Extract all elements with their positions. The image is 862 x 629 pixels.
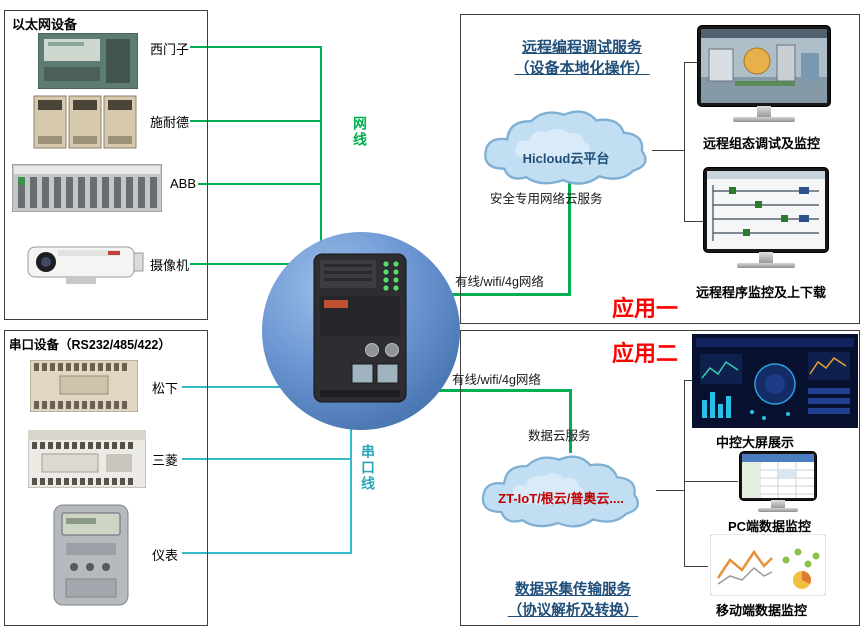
cable-siemens [190,46,322,48]
cable-app1-vertical [568,176,571,296]
app2-dashboard-label: 中控大屏展示 [716,435,795,450]
camera-image [22,237,146,293]
app2-mobile-label: 移动端数据监控 [716,603,808,618]
cable-meter [182,552,352,554]
cable-serial-trunk [350,386,352,554]
app2-title-line2: （协议解析及转换） [507,603,639,619]
device-label-meter: 仪表 [152,548,179,563]
app1-box [460,14,860,324]
device-label-panasonic: 松下 [152,381,179,396]
app1-title-line2: （设备本地化操作） [514,60,650,77]
app1-monitor2-label: 远程程序监控及上下载 [696,285,827,300]
app2-mobile-image [710,534,826,596]
app2-bracket-stub-pc [684,481,738,482]
app1-bracket-cloud [652,150,684,151]
app2-bracket-stub-mobile [684,566,708,567]
cable-app2-vertical [569,389,572,453]
schneider-plc-image [33,92,139,152]
cable-panasonic [182,386,352,388]
app2-bracket-stub-dashboard [684,380,692,381]
gateway-device-image [312,252,408,404]
app1-bracket-stub-top [684,62,700,63]
app2-badge: 应用二 [612,341,679,366]
cable-ethernet-trunk [320,46,322,248]
ethernet-box-title: 以太网设备 [12,17,78,32]
app1-title-line1: 远程编程调试服务 [521,39,642,56]
serial-devices-box [4,330,208,626]
app2-pc-label: PC端数据监控 [728,519,812,534]
app2-cloud-label: ZT-IoT/根云/普奥云.... [498,491,624,506]
net-cable-label: 网线 [352,116,368,148]
app1-monitor1-label: 远程组态调试及监控 [703,136,821,151]
cable-camera [190,263,322,265]
app1-monitor-scada [698,26,830,122]
app2-link-label: 有线/wifi/4g网络 [452,373,541,387]
abb-plc-image [12,164,162,212]
serial-box-title: 串口设备（RS232/485/422） [9,338,171,352]
app2-dashboard-image [692,334,858,428]
meter-image [52,503,130,607]
device-label-mitsubishi: 三菱 [152,453,179,468]
cable-app1-horizontal [446,293,570,296]
app2-bracket-cloud [656,490,684,491]
app2-pc-image [740,452,816,512]
app2-title-line1: 数据采集传输服务 [515,582,631,598]
app1-bracket-vertical [684,62,685,222]
app2-cloud-subtext: 数据云服务 [528,429,591,443]
panasonic-plc-image [30,360,138,412]
app1-bracket-stub-bottom [684,221,704,222]
device-label-schneider: 施耐德 [150,115,190,130]
siemens-plc-image [38,33,138,89]
mitsubishi-plc-image [28,430,146,488]
app1-badge: 应用一 [612,296,679,321]
cable-schneider [190,120,322,122]
app2-box [460,330,860,626]
app1-cloud-label: Hicloud云平台 [522,151,610,166]
app2-bracket-vertical [684,380,685,566]
cable-abb [198,183,322,185]
app1-monitor-ladder [704,168,828,268]
ethernet-devices-box [4,10,208,320]
app1-cloud: Hicloud云平台 [476,100,656,192]
app1-cloud-subtext: 安全专用网络云服务 [490,192,603,206]
app1-link-label: 有线/wifi/4g网络 [455,275,544,289]
device-label-camera: 摄像机 [150,258,190,273]
cable-mitsubishi [182,458,352,460]
cable-app2-horizontal [436,389,572,392]
app2-cloud: ZT-IoT/根云/普奥云.... [466,446,656,534]
device-label-siemens: 西门子 [150,42,190,57]
serial-cable-label: 串口线 [360,444,376,492]
device-label-abb: ABB [170,176,197,191]
